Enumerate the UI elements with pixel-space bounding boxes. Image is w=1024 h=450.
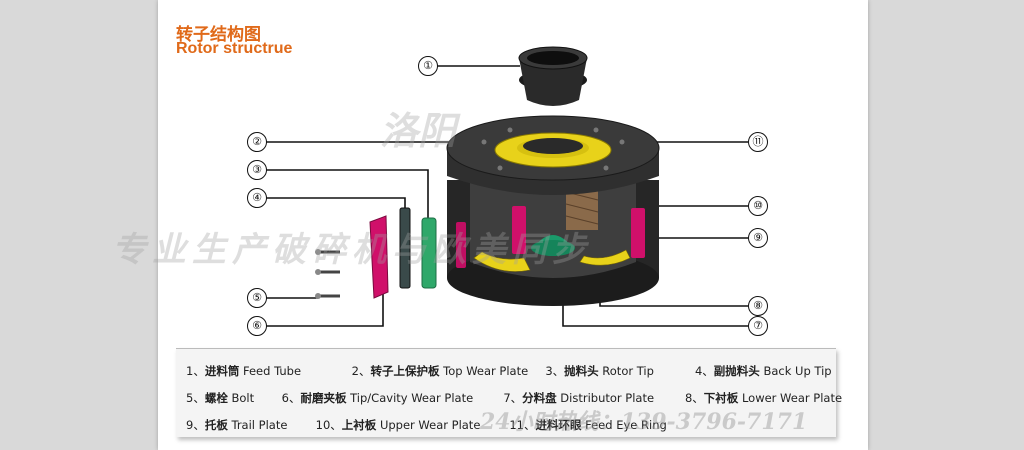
legend-item-6: 6、耐磨夹板 Tip/Cavity Wear Plate [281,391,474,405]
legend-row-3: 9、托板 Trail Plate 10、上衬板 Upper Wear Plate… [186,417,667,433]
legend-panel: 1、进料筒 Feed Tube 2、转子上保护板 Top Wear Plate … [176,348,842,437]
legend-item-8: 8、下衬板 Lower Wear Plate [684,391,843,405]
legend-item-11: 11、进料环眼 Feed Eye Ring [509,418,667,432]
leader-6 [266,293,384,327]
legend-item-4: 4、副抛料头 Back Up Tip [694,364,832,378]
callout-2: ② [247,132,267,152]
legend-item-1: 1、进料筒 Feed Tube [186,364,302,378]
callout-8: ⑧ [748,296,768,316]
legend-item-2: 2、转子上保护板 Top Wear Plate [351,364,529,378]
legend-row-2: 5、螺栓 Bolt 6、耐磨夹板 Tip/Cavity Wear Plate 7… [186,390,842,406]
callout-5: ⑤ [247,288,267,308]
legend-item-3: 3、抛料头 Rotor Tip [545,364,654,378]
callout-10: ⑩ [748,196,768,216]
legend-item-7: 7、分料盘 Distributor Plate [503,391,655,405]
callout-6: ⑥ [247,316,267,336]
callout-4: ④ [247,188,267,208]
watermark-phone: 24小时热线：139-3796-7171 [480,409,808,435]
title-english: Rotor structrue [176,40,293,57]
exploded-parts [315,207,437,299]
bolts [315,249,340,299]
legend-item-10: 10、上衬板 Upper Wear Plate [315,418,481,432]
legend-item-5: 5、螺栓 Bolt [186,391,255,405]
callout-9: ⑨ [748,228,768,248]
legend-row-1: 1、进料筒 Feed Tube 2、转子上保护板 Top Wear Plate … [186,363,832,379]
callout-1: ① [418,56,438,76]
callout-3: ③ [247,160,267,180]
leader-3 [266,169,429,232]
rotor-body [446,115,660,306]
title-chinese: 转子结构图 [176,25,261,45]
feed-tube [518,46,588,106]
watermark-top: 洛阳 [380,108,457,153]
legend-item-9: 9、托板 Trail Plate [186,418,288,432]
callout-7: ⑦ [748,316,768,336]
callout-11: ⑪ [748,132,768,152]
watermark-middle: 专业生产破碎机与欧美同步 [112,230,592,270]
